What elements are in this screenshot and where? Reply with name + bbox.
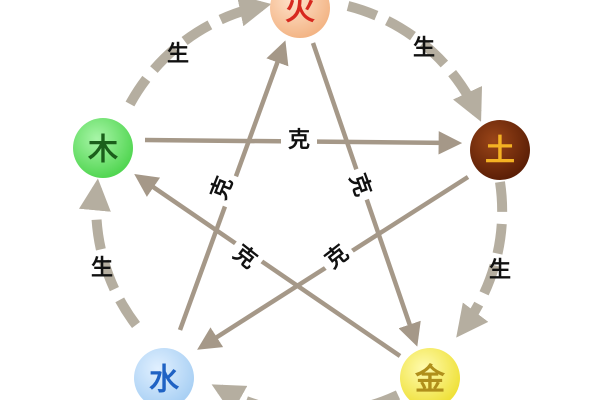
node-label-wood: 木 [87, 133, 118, 168]
node-label-water: 水 [149, 363, 180, 398]
node-label-fire: 火 [285, 0, 315, 28]
sheng-arrow-fire-earth [346, 1, 483, 122]
ke-arrow-metal-wood [134, 174, 402, 358]
node-label-earth: 土 [485, 134, 515, 169]
sheng-label-earth-metal: 生 [489, 257, 511, 283]
sheng-arrow-metal-water [211, 384, 401, 400]
sheng-arrow-earth-metal [456, 181, 508, 338]
sheng-arrow-wood-fire [125, 0, 272, 107]
node-water: 水 [134, 348, 194, 400]
ke-label-wood-earth: 克 [288, 127, 310, 153]
sheng-labels: 生 生 生 生 [91, 35, 511, 283]
sheng-label-fire-earth: 生 [413, 35, 435, 61]
node-wood: 木 [73, 118, 133, 178]
node-metal: 金 [400, 348, 460, 400]
ke-label-metal-wood: 克 [228, 240, 261, 274]
node-fire: 火 [270, 0, 330, 38]
sheng-label-water-wood: 生 [91, 255, 113, 281]
sheng-cycle [78, 0, 508, 400]
node-earth: 土 [470, 120, 530, 180]
node-label-metal: 金 [414, 363, 446, 398]
sheng-arrow-water-wood [78, 178, 140, 329]
ke-cycle [134, 40, 470, 358]
ke-labels: 克 克 克 克 克 [203, 126, 379, 278]
sheng-label-wood-fire: 生 [167, 41, 189, 67]
